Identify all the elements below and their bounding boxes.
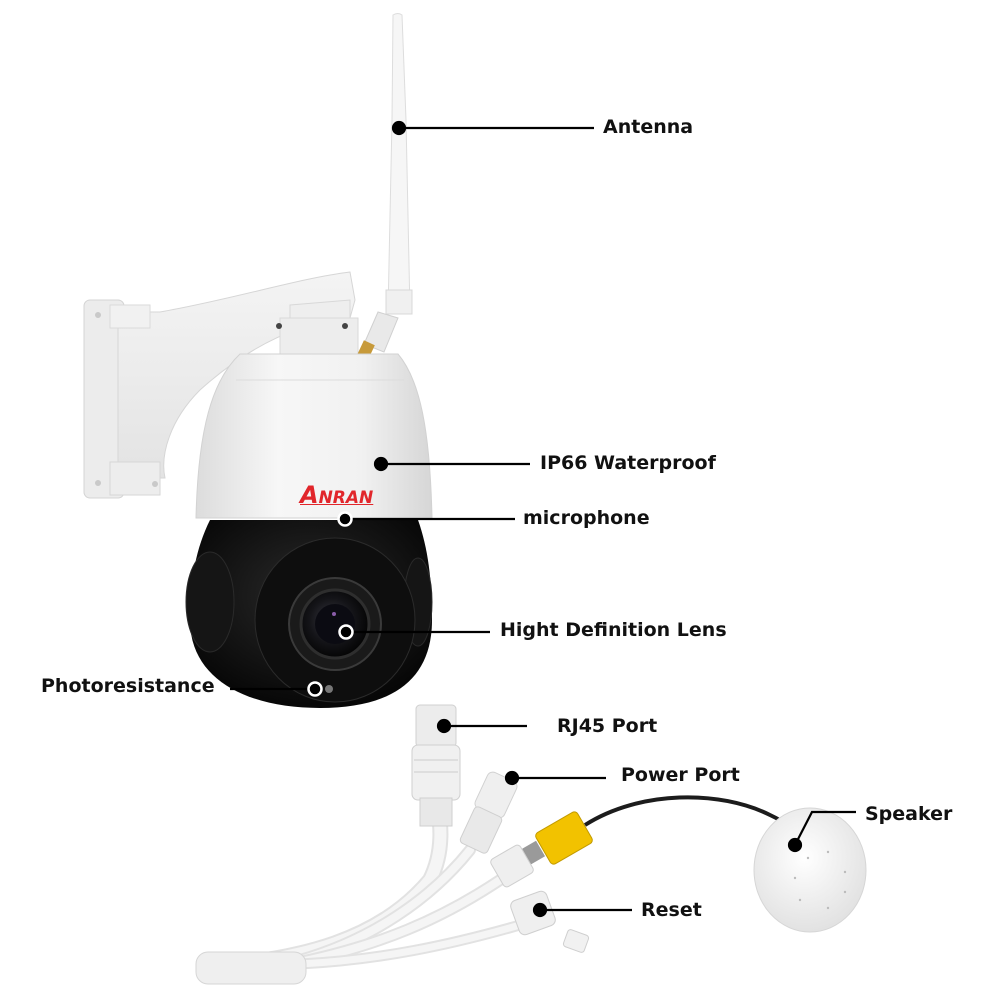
cable-junction bbox=[195, 951, 307, 985]
label-speaker: Speaker bbox=[865, 803, 953, 825]
label-antenna: Antenna bbox=[603, 116, 694, 138]
label-rj45-port: RJ45 Port bbox=[557, 715, 658, 737]
brand-logo: ANRAN bbox=[300, 483, 373, 507]
label-reset: Reset bbox=[641, 899, 702, 921]
rca-plug bbox=[490, 795, 802, 888]
label-power-port: Power Port bbox=[621, 764, 740, 786]
leader-lines bbox=[230, 120, 856, 918]
brand-logo-rest: NRAN bbox=[318, 488, 374, 508]
speaker-puck bbox=[753, 807, 867, 933]
label-microphone: microphone bbox=[523, 507, 650, 529]
reset-connector bbox=[510, 890, 590, 953]
brand-logo-initial: A bbox=[300, 481, 319, 509]
power-connector bbox=[459, 771, 518, 854]
label-ip66-waterproof: IP66 Waterproof bbox=[540, 452, 716, 474]
label-hd-lens: Hight Definition Lens bbox=[500, 619, 727, 641]
label-photoresistance: Photoresistance bbox=[41, 675, 215, 697]
photoresistor bbox=[325, 685, 333, 693]
dome-neck bbox=[276, 317, 359, 357]
antenna bbox=[357, 13, 413, 360]
lens bbox=[288, 577, 382, 671]
rj45-connector bbox=[411, 704, 461, 827]
